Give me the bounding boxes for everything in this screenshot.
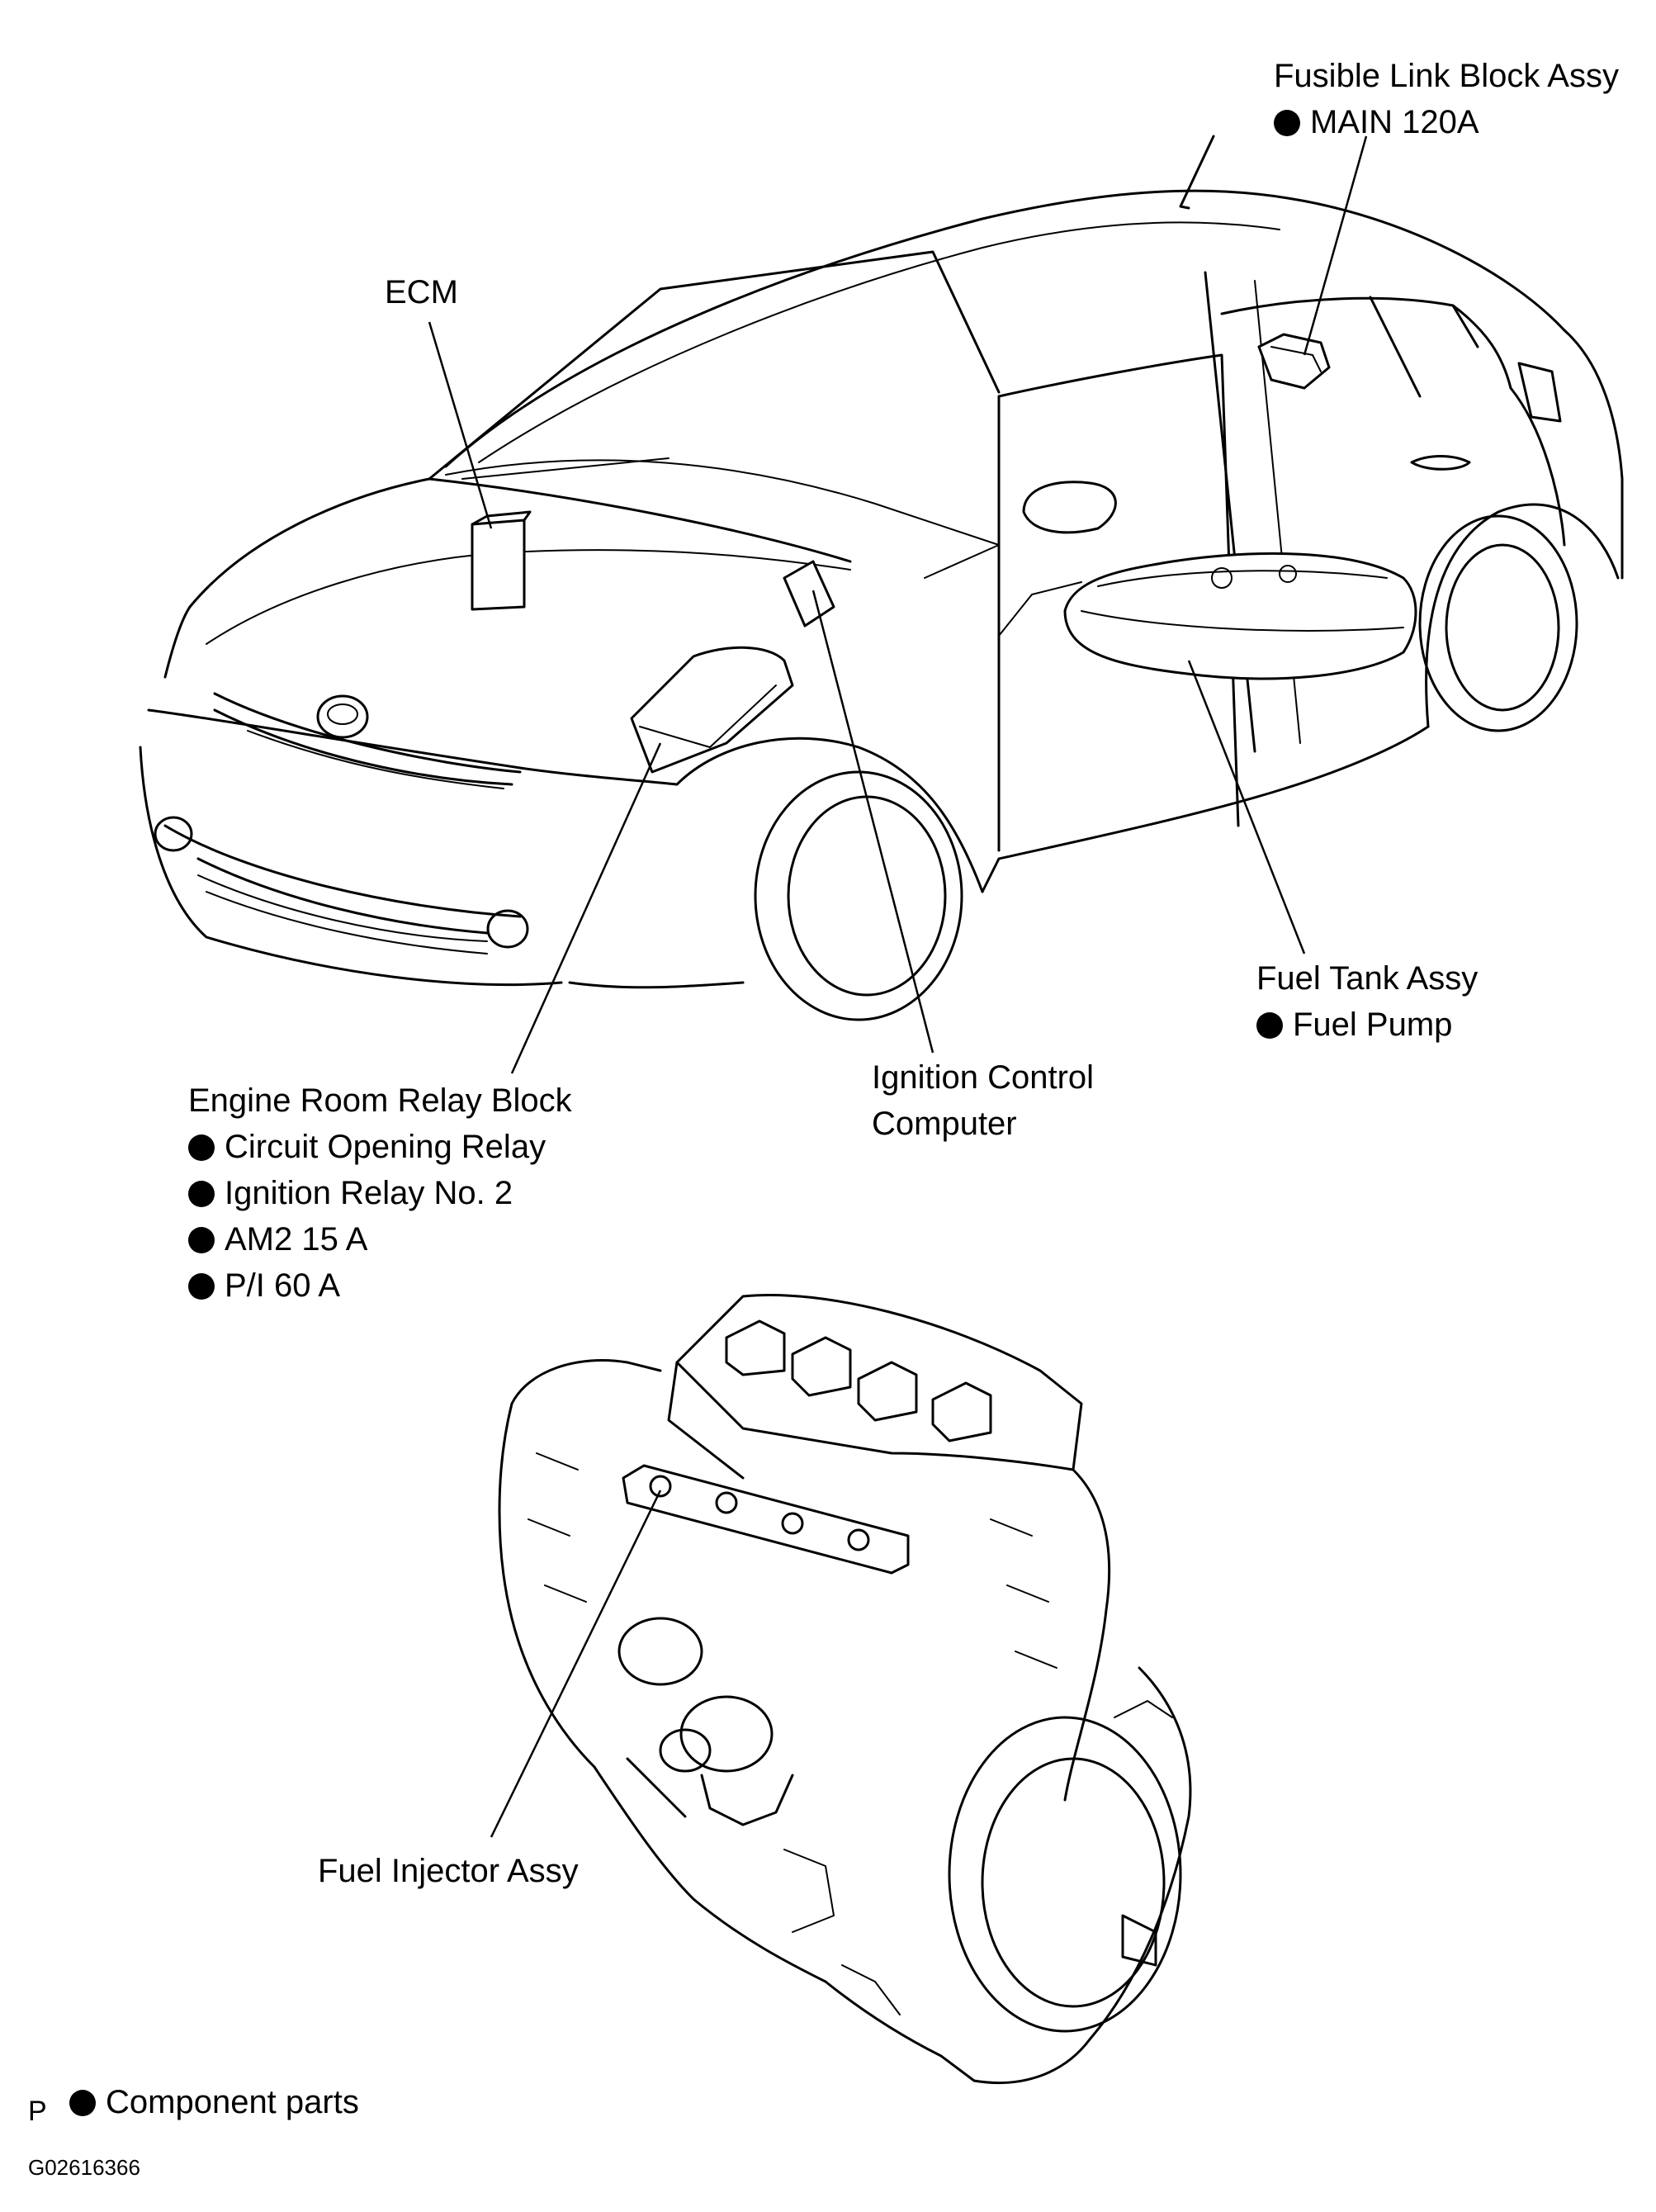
- engine-room-relay-item: AM2 15 A: [188, 1216, 572, 1262]
- bullet-icon: [188, 1134, 215, 1161]
- ecm-title: ECM: [385, 274, 458, 310]
- legend-label: Component parts: [69, 2079, 359, 2125]
- engine-room-relay-item: Circuit Opening Relay: [188, 1124, 572, 1170]
- bullet-icon: [69, 2090, 96, 2116]
- fusible-link-block-component: [1257, 333, 1331, 390]
- ignition-control-computer-component: [783, 560, 835, 628]
- fuel-injector-component: [622, 1464, 910, 1575]
- bullet-icon: [188, 1273, 215, 1300]
- vehicle-illustration: [139, 135, 1624, 1021]
- fusible-link-block-title: Fusible Link Block Assy: [1274, 58, 1619, 94]
- ignition-control-label: Ignition Control Computer: [872, 1054, 1094, 1147]
- engine-illustration: [498, 1293, 1192, 2085]
- bullet-icon: [1274, 110, 1300, 136]
- bullet-icon: [188, 1227, 215, 1253]
- engine-room-relay-block-label: Engine Room Relay Block Circuit Opening …: [188, 1078, 572, 1309]
- engine-room-relay-item: Ignition Relay No. 2: [188, 1170, 572, 1216]
- fuel-tank-label: Fuel Tank Assy Fuel Pump: [1256, 955, 1478, 1048]
- ecm-label: ECM: [385, 269, 458, 315]
- fuel-injector-label: Fuel Injector Assy: [318, 1848, 579, 1894]
- leader-ecm: [428, 321, 493, 529]
- fuel-injector-title: Fuel Injector Assy: [318, 1853, 579, 1889]
- leader-engine-room-relay: [510, 742, 662, 1074]
- fusible-link-block-item: MAIN 120A: [1274, 99, 1619, 145]
- ignition-control-line2: Computer: [872, 1106, 1017, 1142]
- engine-room-relay-block-component: [630, 646, 794, 774]
- legend-text: Component parts: [106, 2084, 359, 2120]
- figure-code: G02616366: [28, 2155, 140, 2180]
- fuel-tank-item: Fuel Pump: [1256, 1002, 1478, 1048]
- leader-fuel-injector: [490, 1490, 662, 1838]
- leader-fuel-tank: [1187, 660, 1306, 954]
- fusible-link-block-label: Fusible Link Block Assy MAIN 120A: [1274, 53, 1619, 145]
- leader-fusible-link: [1303, 135, 1368, 356]
- engine-room-relay-block-title: Engine Room Relay Block: [188, 1082, 572, 1119]
- fuel-tank-title: Fuel Tank Assy: [1256, 960, 1479, 997]
- fuel-tank-component: [1063, 552, 1417, 680]
- bullet-icon: [1256, 1012, 1283, 1039]
- ignition-control-line1: Ignition Control: [872, 1059, 1095, 1096]
- legend-marker: P: [28, 2096, 47, 2127]
- ecm-component: [471, 510, 532, 611]
- bullet-icon: [188, 1181, 215, 1207]
- leader-ignition-control: [811, 590, 934, 1054]
- engine-room-relay-item: P/I 60 A: [188, 1262, 572, 1309]
